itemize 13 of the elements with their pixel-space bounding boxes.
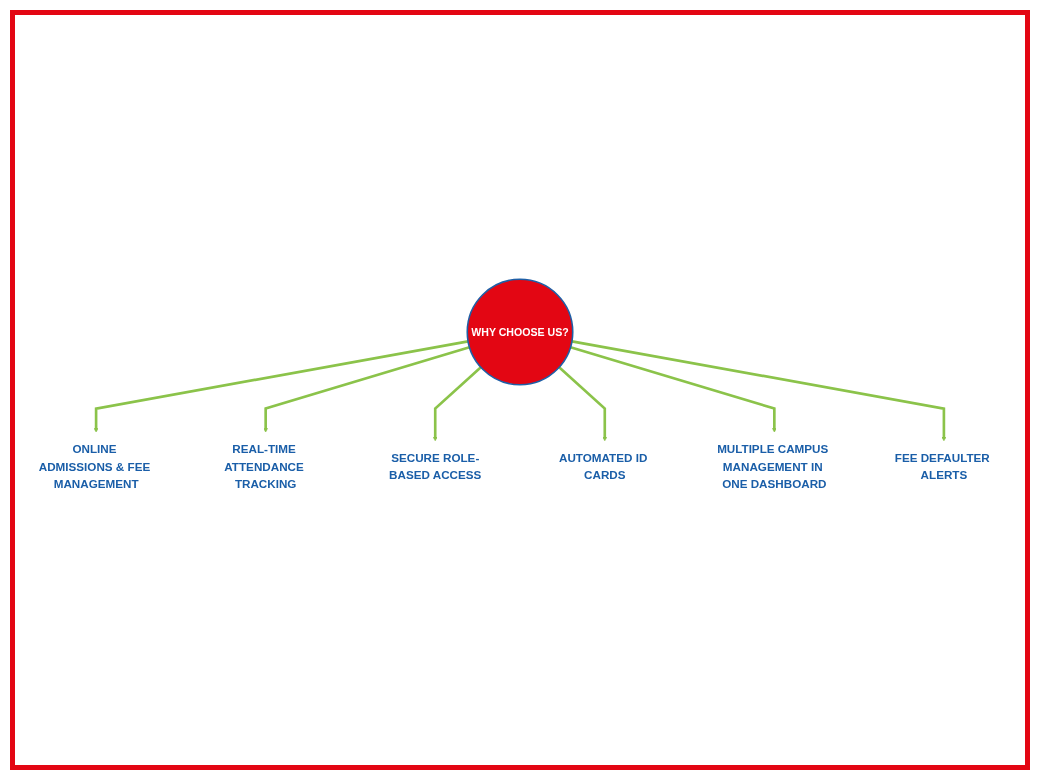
node-text: MULTIPLE CAMPUS MANAGEMENT IN ONE DASHBOARD (717, 442, 829, 491)
node-text: AUTOMATED ID CARDS (559, 451, 648, 482)
arrow (263, 345, 470, 433)
arrow (571, 340, 947, 442)
node-circle: WHY CHOOSE US? (466, 278, 574, 386)
arrow (558, 366, 608, 442)
node-text: REAL-TIME ATTENDANCE TRACKING (224, 442, 304, 491)
node-text: SECURE ROLE-BASED ACCESS (389, 451, 482, 482)
arrow (432, 366, 482, 442)
node-text: FEE DEFAULTER ALERTS (894, 451, 990, 482)
node-text: ONLINE ADMISSIONS & FEE MANAGEMENT (38, 442, 151, 491)
arrow (570, 345, 777, 433)
arrow (93, 340, 469, 433)
